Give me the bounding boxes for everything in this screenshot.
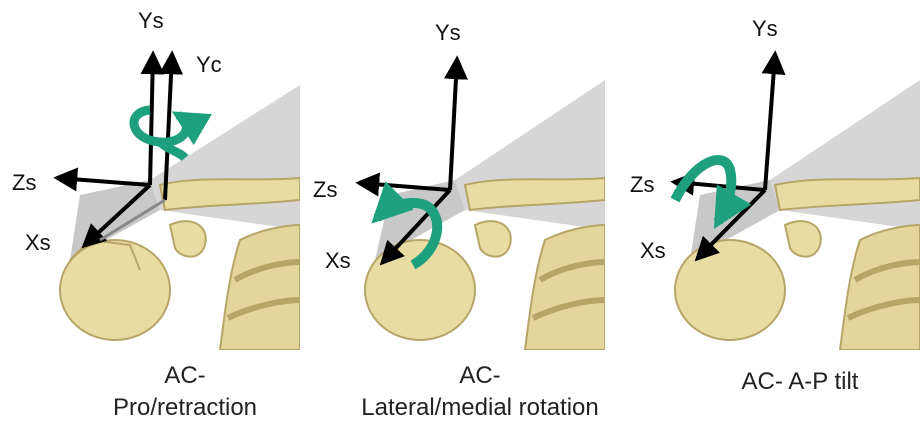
anatomy-illustration: Ys Zs Xs [305,0,605,350]
xs-label: Xs [25,230,51,255]
caption-line-2: Pro/retraction [70,392,300,424]
ys-label: Ys [138,8,164,33]
xs-label: Xs [640,238,666,263]
caption-line-1: AC- [70,360,300,392]
caption-pro-retraction: AC- Pro/retraction [70,360,300,424]
panel-pro-retraction: Ys Yc Zs Xs [0,0,300,350]
ys-axis-line [765,55,775,190]
caption-lateral-medial-rotation: AC- Lateral/medial rotation [330,360,630,424]
ribs [525,225,605,350]
caption-line-1: AC- [330,360,630,392]
ys-label: Ys [435,20,461,45]
caption-line-2: Lateral/medial rotation [330,392,630,424]
ribs [840,225,920,350]
caption-line-1: AC- A-P tilt [680,366,920,398]
anatomy-illustration: Ys Yc Zs Xs [0,0,300,350]
xs-label: Xs [325,248,351,273]
coracoid [785,221,821,257]
humeral-head [675,240,785,340]
ys-axis-line [150,55,153,185]
coracoid [475,221,511,257]
humeral-head [60,240,170,340]
zs-axis-line [58,178,150,185]
zs-label: Zs [630,172,654,197]
caption-ap-tilt: AC- A-P tilt [680,366,920,398]
coracoid [170,221,206,257]
ys-label: Ys [752,16,778,41]
zs-label: Zs [12,170,36,195]
zs-label: Zs [313,177,337,202]
ys-axis-line [450,60,457,190]
yc-label: Yc [196,52,222,77]
panel-lateral-medial-rotation: Ys Zs Xs [305,0,605,350]
ribs [220,225,300,350]
rotation-arrow-icon [134,110,186,142]
anatomy-illustration: Ys Zs Xs [620,0,920,350]
panel-ap-tilt: Ys Zs Xs [620,0,920,350]
